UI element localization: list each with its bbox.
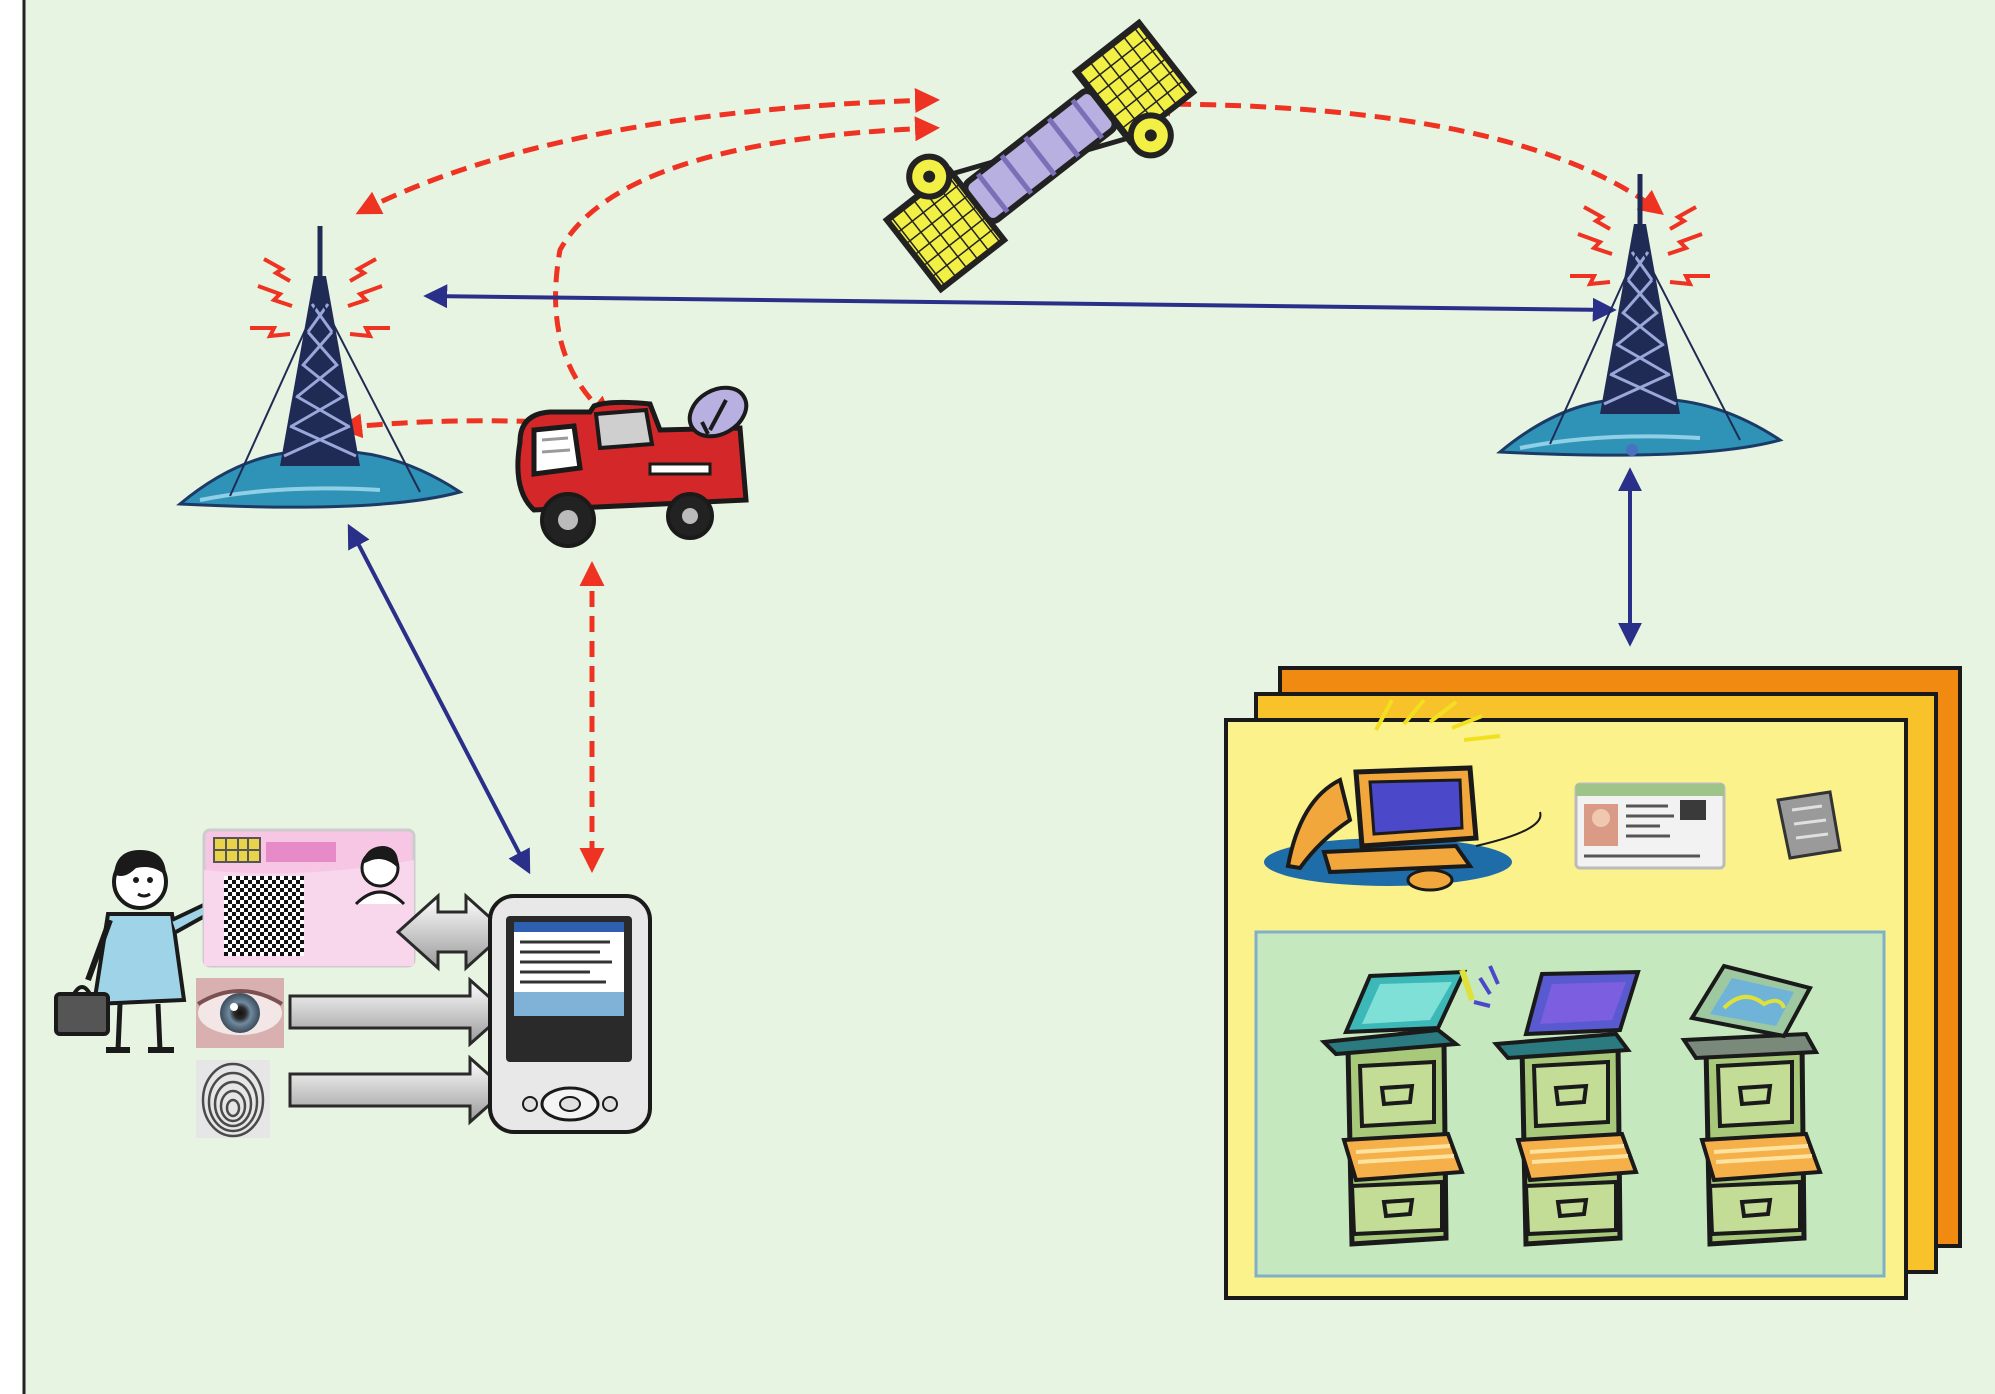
link-towers (423, 284, 1617, 322)
satellite-icon (882, 18, 1198, 294)
server-3-icon (1680, 963, 1820, 1244)
transfer-arrows (288, 892, 509, 1126)
handheld-pda-icon (488, 894, 652, 1134)
link-satellite-tower-right (1145, 91, 1664, 216)
satellite-truck-icon (515, 385, 749, 548)
document-icon (1776, 790, 1842, 860)
license-card-icon (1574, 782, 1726, 870)
server-2-icon (1473, 965, 1641, 1244)
tower-right-base-dot (1626, 444, 1638, 456)
links (337, 88, 1664, 875)
database-center-icon (1224, 666, 1962, 1300)
link-tower-left-truck (337, 410, 601, 439)
server-1-icon (1319, 969, 1475, 1244)
fingerprint-icon (196, 1060, 270, 1138)
link-tower-left-pda (347, 523, 531, 875)
link-satellite-truck (553, 116, 940, 422)
smart-id-card-icon (202, 828, 416, 968)
person-with-briefcase-icon (54, 850, 215, 1053)
desktop-computer-icon (1264, 698, 1542, 892)
eye-iris-icon (196, 978, 284, 1048)
